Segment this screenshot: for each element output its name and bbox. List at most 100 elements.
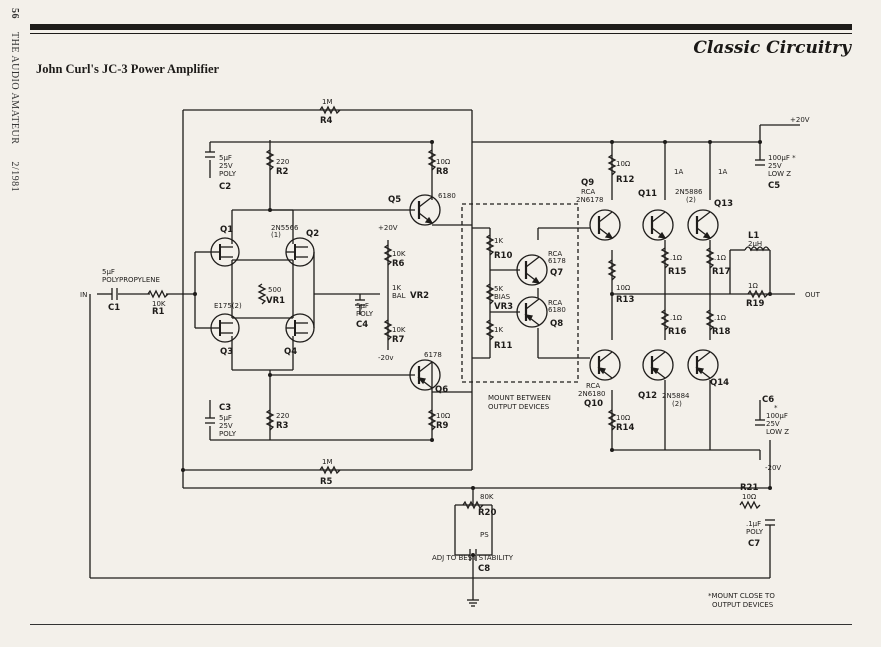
q7-part: RCA: [548, 250, 562, 258]
q10-ref: Q10: [584, 399, 603, 409]
vr2-value: 1K: [392, 284, 401, 292]
r14-ref: R14: [616, 423, 634, 433]
junction-dots: [181, 140, 772, 557]
vr2-extra: BAL: [392, 292, 406, 300]
r-1a-b: 1A: [718, 168, 727, 176]
q13-part: 2N5886: [675, 188, 703, 196]
q8-part2: 6180: [548, 306, 566, 314]
label-minus20-bot: -20V: [765, 464, 781, 472]
c6-ref: C6: [762, 395, 774, 405]
r15-value: .1Ω: [670, 254, 683, 262]
r4-value: 1M: [322, 98, 333, 106]
q6-ref: Q6: [435, 385, 448, 395]
r10-ref: R10: [494, 251, 512, 261]
publication-name: THE AUDIO AMATEUR: [9, 32, 20, 145]
q13-ref: Q13: [714, 199, 733, 209]
r6-ref: R6: [392, 259, 405, 269]
q5-part: 6180: [438, 192, 456, 200]
mount-close-line1: *MOUNT CLOSE TO: [708, 592, 775, 600]
c3-line1: 5µF: [219, 414, 232, 422]
bottom-rule: [30, 624, 852, 625]
q3q4-part: E175(2): [214, 302, 242, 310]
r8-ref: R8: [436, 167, 449, 177]
label-out: OUT: [805, 291, 821, 299]
c2-ref: C2: [219, 182, 231, 192]
q2-count: (1): [271, 231, 281, 239]
q3-ref: Q3: [220, 347, 233, 357]
vr1-value: 500: [268, 286, 281, 294]
r21-ref: R21: [740, 483, 758, 493]
c2-line1: 5µF: [219, 154, 232, 162]
capacitor-symbols: [111, 151, 775, 561]
c1-value: 5µF: [102, 268, 115, 276]
r18-value: .1Ω: [714, 314, 727, 322]
r9-ref: R9: [436, 421, 449, 431]
mount-close-line2: OUTPUT DEVICES: [712, 601, 774, 609]
r15-ref: R15: [668, 267, 686, 277]
top-rule-thin: [30, 33, 852, 34]
q2-ref: Q2: [306, 229, 319, 239]
r20-ref: R20: [478, 508, 496, 518]
vr3-extra: BIAS: [494, 293, 511, 301]
r17-value: .1Ω: [714, 254, 727, 262]
r19-value: 1Ω: [748, 282, 758, 290]
page-number: 56: [9, 8, 20, 19]
r12-value: 10Ω: [616, 160, 631, 168]
r5-ref: R5: [320, 477, 333, 487]
c4-line1: 5µF: [356, 302, 369, 310]
q4-ref: Q4: [284, 347, 297, 357]
c2-line3: POLY: [219, 170, 237, 178]
c6-line2: 100µF: [766, 412, 788, 420]
c4-ref: C4: [356, 320, 368, 330]
r3-value: 220: [276, 412, 289, 420]
q14-part: 2N5884: [662, 392, 690, 400]
label-minus20-mid: -20v: [378, 354, 394, 362]
r18-ref: R18: [712, 327, 730, 337]
l1-ref: L1: [748, 231, 759, 241]
c5-line1: 100µF *: [768, 154, 796, 162]
c4-line2: POLY: [356, 310, 374, 318]
q5-ref: Q5: [388, 195, 401, 205]
wiring: [89, 109, 800, 607]
inductor-L1-symbol: [744, 246, 770, 252]
q7-part2: 6178: [548, 257, 566, 265]
r8-value: 10Ω: [436, 158, 451, 166]
r1-value: 10K: [152, 300, 166, 308]
q8-part: RCA: [548, 299, 562, 307]
r14-value: 10Ω: [616, 414, 631, 422]
q1-ref: Q1: [220, 225, 233, 235]
vr1-ref: VR1: [266, 296, 285, 306]
c1-type: POLYPROPYLENE: [102, 276, 160, 284]
issue-date: 2/1981: [9, 161, 20, 193]
c3-ref: C3: [219, 403, 231, 413]
c7-ref: C7: [748, 539, 760, 549]
l1-value: 2µH: [748, 240, 762, 248]
r21-value: 10Ω: [742, 493, 757, 501]
c3-line2: 25V: [219, 422, 233, 430]
q7-ref: Q7: [550, 268, 563, 278]
c6-line4: LOW Z: [766, 428, 789, 436]
top-rule-thick: [30, 24, 852, 30]
r20-value: 80K: [480, 493, 494, 501]
label-plus20-mid: +20V: [378, 224, 398, 232]
c8-value: PS: [480, 531, 489, 539]
r9-value: 10Ω: [436, 412, 451, 420]
r16-value: .1Ω: [670, 314, 683, 322]
r10-value: 1K: [494, 237, 503, 245]
c7-line1: .1µF: [746, 520, 761, 528]
q10-part: RCA: [586, 382, 600, 390]
c1-ref: C1: [108, 303, 120, 313]
r2-value: 220: [276, 158, 289, 166]
r16-ref: R16: [668, 327, 686, 337]
r2-ref: R2: [276, 167, 289, 177]
r-1a-a: 1A: [674, 168, 683, 176]
q10-part2: 2N6180: [578, 390, 606, 398]
q9-part2: 2N6178: [576, 196, 604, 204]
q9-ref: Q9: [581, 178, 594, 188]
r12-ref: R12: [616, 175, 634, 185]
r13-value: 10Ω: [616, 284, 631, 292]
r7-ref: R7: [392, 335, 405, 345]
vr3-ref: VR3: [494, 302, 513, 312]
